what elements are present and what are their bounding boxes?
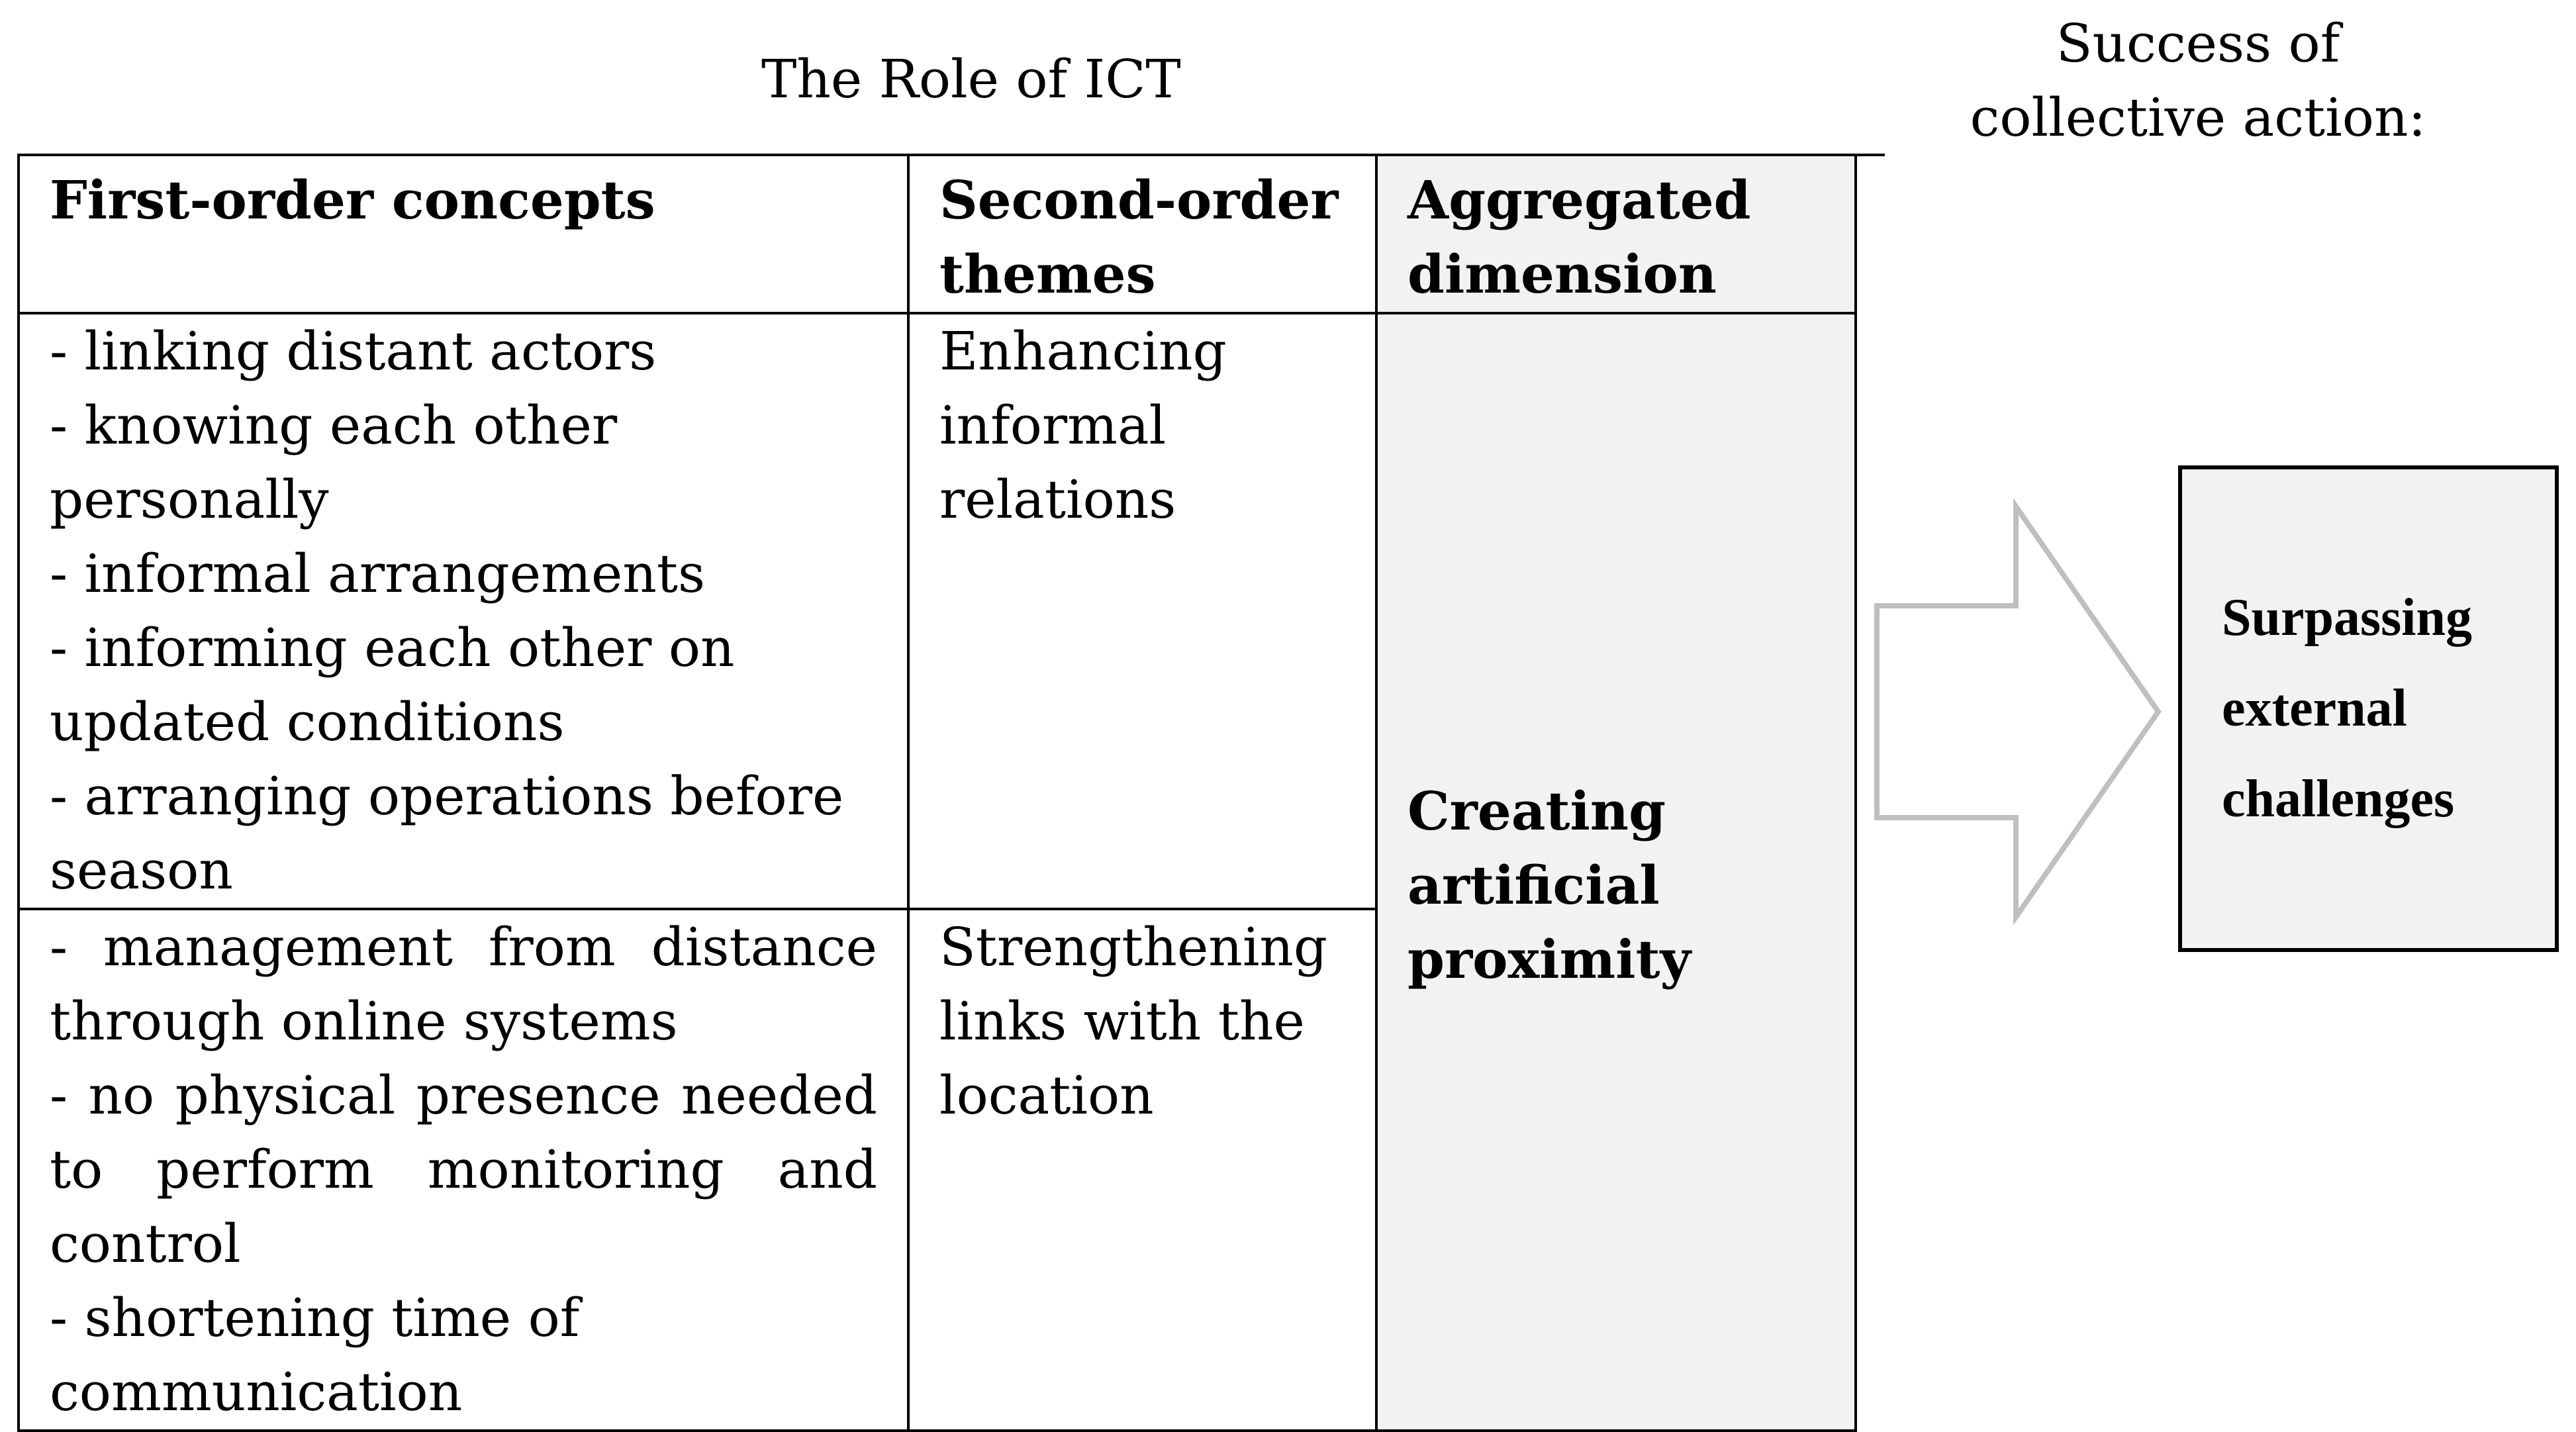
data-structure-table: First-order concepts Second-order themes… xyxy=(17,154,1857,1432)
header-rule xyxy=(1854,154,1885,156)
arrow-shape xyxy=(1874,498,2162,926)
table-header-row: First-order concepts Second-order themes… xyxy=(17,154,1857,314)
role-of-ict-title: The Role of ICT xyxy=(761,48,1181,110)
outcome-box: Surpassing external challenges xyxy=(2178,465,2559,952)
concept-item: - informal arrangements xyxy=(50,543,706,604)
concept-item: - management from distance through onlin… xyxy=(50,916,877,1052)
aggregated-dimension-label: Creating artificial proximity xyxy=(1407,780,1692,990)
success-title: Success of collective action: xyxy=(1970,13,2426,148)
header-aggregated: Aggregated dimension xyxy=(1375,154,1857,314)
concept-item: - informing each other on updated condit… xyxy=(50,617,735,753)
header-second-order: Second-order themes xyxy=(907,154,1378,314)
first-order-concepts-cell: - management from distance through onlin… xyxy=(17,908,910,1432)
theme-label: Enhancing informal relations xyxy=(939,320,1227,530)
table-row: - linking distant actors - knowing each … xyxy=(17,312,1857,1432)
concept-item: - no physical presence needed to perform… xyxy=(50,1065,877,1274)
second-order-theme-cell: Enhancing informal relations xyxy=(907,312,1378,910)
header-first-order: First-order concepts xyxy=(17,154,910,314)
first-order-concepts-cell: - linking distant actors - knowing each … xyxy=(17,312,910,910)
second-order-theme-cell: Strengthening links with the location xyxy=(907,908,1378,1432)
theme-label: Strengthening links with the location xyxy=(939,916,1328,1126)
block-arrow-icon xyxy=(1874,498,2162,926)
concept-item: - linking distant actors xyxy=(50,320,657,382)
aggregated-dimension-cell: Creating artificial proximity xyxy=(1375,312,1857,1432)
concept-item: - arranging operations before season xyxy=(50,765,844,901)
concept-item: - knowing each other personally xyxy=(50,395,618,530)
outcome-label: Surpassing external challenges xyxy=(2222,589,2472,828)
